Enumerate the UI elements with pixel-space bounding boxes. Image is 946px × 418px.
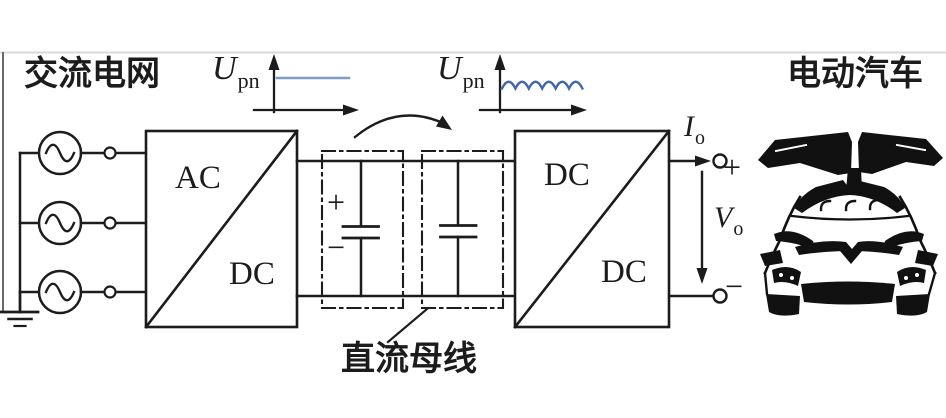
electric-vehicle-illustration	[758, 132, 943, 316]
ev-label: 电动汽车	[787, 56, 923, 93]
vo-var: V	[714, 201, 733, 234]
terminal-node	[103, 285, 117, 299]
cap-plus-sign: +	[327, 184, 346, 220]
output-terminal-plus	[712, 153, 728, 169]
ripple-waveform	[500, 80, 585, 92]
upn-sub: pn	[462, 68, 485, 93]
terminal-node	[103, 216, 117, 230]
upn-plot-ripple	[478, 54, 587, 116]
upn-plot-flat	[252, 54, 359, 116]
dc-bus-leader-line	[386, 307, 429, 344]
cap-minus-sign: −	[327, 229, 346, 265]
sine-glyph	[44, 213, 76, 233]
ground-icon	[0, 290, 40, 328]
cap-enclosure-boxes	[320, 149, 505, 310]
sine-glyph	[44, 143, 76, 163]
io-label: Io	[684, 110, 705, 149]
left-mirror	[760, 250, 783, 266]
io-sub: o	[695, 127, 705, 149]
terminal-node	[103, 146, 117, 160]
dcdc-output-label: DC	[601, 254, 647, 290]
right-wheel	[896, 294, 930, 316]
sine-glyph	[44, 282, 76, 302]
capacitor-2	[439, 159, 478, 298]
bumper	[801, 281, 895, 305]
dc-bus-lines	[295, 159, 517, 298]
upn-var: U	[212, 50, 237, 87]
right-falcon-door	[858, 132, 943, 174]
io-var: I	[684, 110, 694, 143]
curved-arrow	[353, 114, 452, 139]
hood-band	[795, 241, 903, 255]
output-minus-sign: −	[725, 268, 744, 304]
output-circuit	[667, 153, 728, 304]
capacitor-1	[341, 159, 380, 298]
ac-grid-label: 交流电网	[24, 56, 160, 93]
upn-label-ripple: Upn	[437, 50, 485, 93]
output-plus-sign: +	[723, 149, 742, 185]
dcdc-input-label: DC	[544, 157, 590, 193]
acdc-converter-block	[144, 129, 299, 329]
roof	[794, 180, 905, 213]
left-foglight	[772, 266, 801, 286]
upn-sub: pn	[237, 68, 260, 93]
left-wheel	[766, 294, 800, 316]
ac-grid-circuit	[0, 130, 148, 328]
vo-label: Vo	[714, 201, 743, 240]
upn-var: U	[437, 50, 462, 87]
dcdc-converter-block	[513, 129, 671, 329]
dc-bus-label: 直流母线	[341, 341, 477, 378]
vo-sub: o	[733, 218, 744, 240]
right-mirror	[915, 250, 938, 266]
acdc-input-label: AC	[175, 160, 221, 196]
left-falcon-door	[758, 132, 852, 175]
acdc-output-label: DC	[229, 256, 275, 292]
right-foglight	[897, 266, 926, 286]
tesla-logo	[840, 251, 862, 264]
upn-label-flat: Upn	[212, 50, 260, 93]
output-terminal-minus	[712, 288, 728, 304]
